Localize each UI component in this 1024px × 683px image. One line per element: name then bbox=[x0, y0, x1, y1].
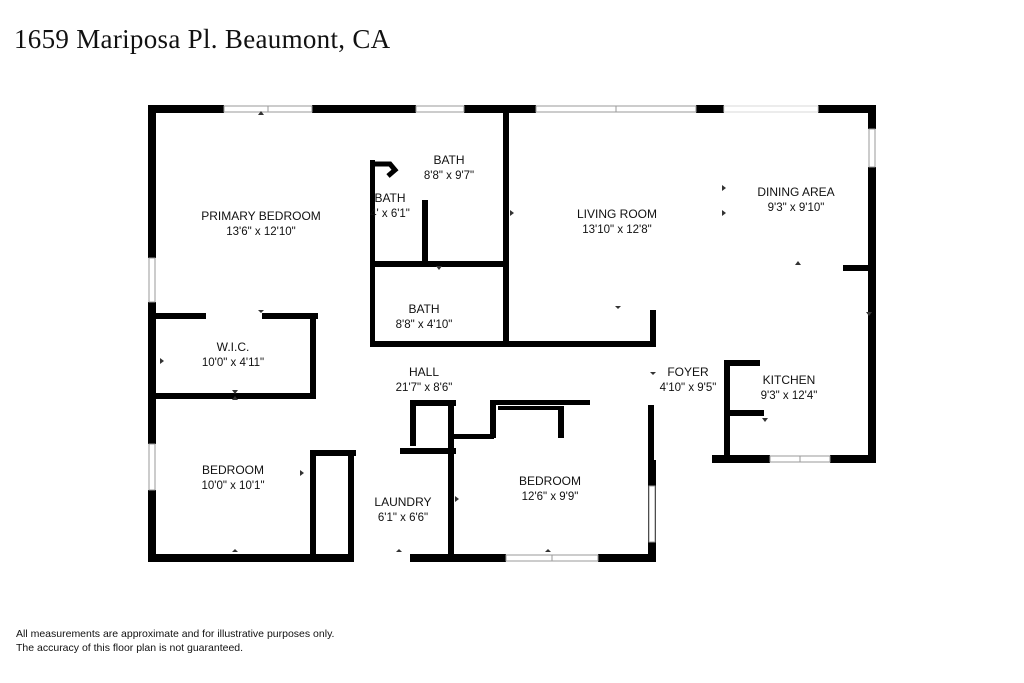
room-name-primary-bedroom: PRIMARY BEDROOM bbox=[201, 209, 321, 223]
room-name-living-room: LIVING ROOM bbox=[577, 207, 657, 221]
disclaimer-line-2: The accuracy of this floor plan is not g… bbox=[16, 642, 244, 654]
exterior-walls bbox=[148, 105, 876, 562]
room-name-bath-3: BATH bbox=[408, 302, 439, 316]
interior-walls bbox=[156, 113, 876, 560]
room-dims-dining-area: 9'3" x 9'10" bbox=[768, 202, 825, 214]
room-dims-hall: 21'7" x 8'6" bbox=[396, 382, 453, 394]
room-name-laundry: LAUNDRY bbox=[374, 495, 431, 509]
room-dims-living-room: 13'10" x 12'8" bbox=[582, 224, 651, 236]
room-labels: PRIMARY BEDROOM 13'6" x 12'10" BATH 8'8"… bbox=[201, 153, 834, 524]
room-dims-bath-2: 4' x 6'1" bbox=[370, 208, 410, 220]
disclaimer-line-1: All measurements are approximate and for… bbox=[16, 628, 335, 640]
room-dims-bath-1: 8'8" x 9'7" bbox=[424, 170, 474, 182]
room-dims-kitchen: 9'3" x 12'4" bbox=[761, 390, 818, 402]
room-name-foyer: FOYER bbox=[667, 365, 709, 379]
room-dims-bath-3: 8'8" x 4'10" bbox=[396, 319, 453, 331]
room-name-bath-2: BATH bbox=[374, 191, 405, 205]
room-name-hall: HALL bbox=[409, 365, 439, 379]
dimension-markers bbox=[160, 111, 872, 552]
room-dims-bedroom-2: 12'6" x 9'9" bbox=[522, 491, 579, 503]
page-title: 1659 Mariposa Pl. Beaumont, CA bbox=[14, 24, 391, 54]
room-name-wic: W.I.C. bbox=[217, 340, 250, 354]
room-name-bedroom-1: BEDROOM bbox=[202, 463, 264, 477]
room-dims-wic: 10'0" x 4'11" bbox=[202, 357, 264, 369]
windows bbox=[148, 105, 876, 562]
room-dims-primary-bedroom: 13'6" x 12'10" bbox=[226, 226, 295, 238]
door-swing bbox=[372, 161, 399, 178]
room-name-bath-1: BATH bbox=[433, 153, 464, 167]
room-name-bedroom-2: BEDROOM bbox=[519, 474, 581, 488]
room-dims-foyer: 4'10" x 9'5" bbox=[660, 382, 717, 394]
room-name-dining-area: DINING AREA bbox=[757, 185, 834, 199]
room-name-kitchen: KITCHEN bbox=[763, 373, 816, 387]
room-dims-laundry: 6'1" x 6'6" bbox=[378, 512, 428, 524]
room-dims-bedroom-1: 10'0" x 10'1" bbox=[201, 480, 264, 492]
